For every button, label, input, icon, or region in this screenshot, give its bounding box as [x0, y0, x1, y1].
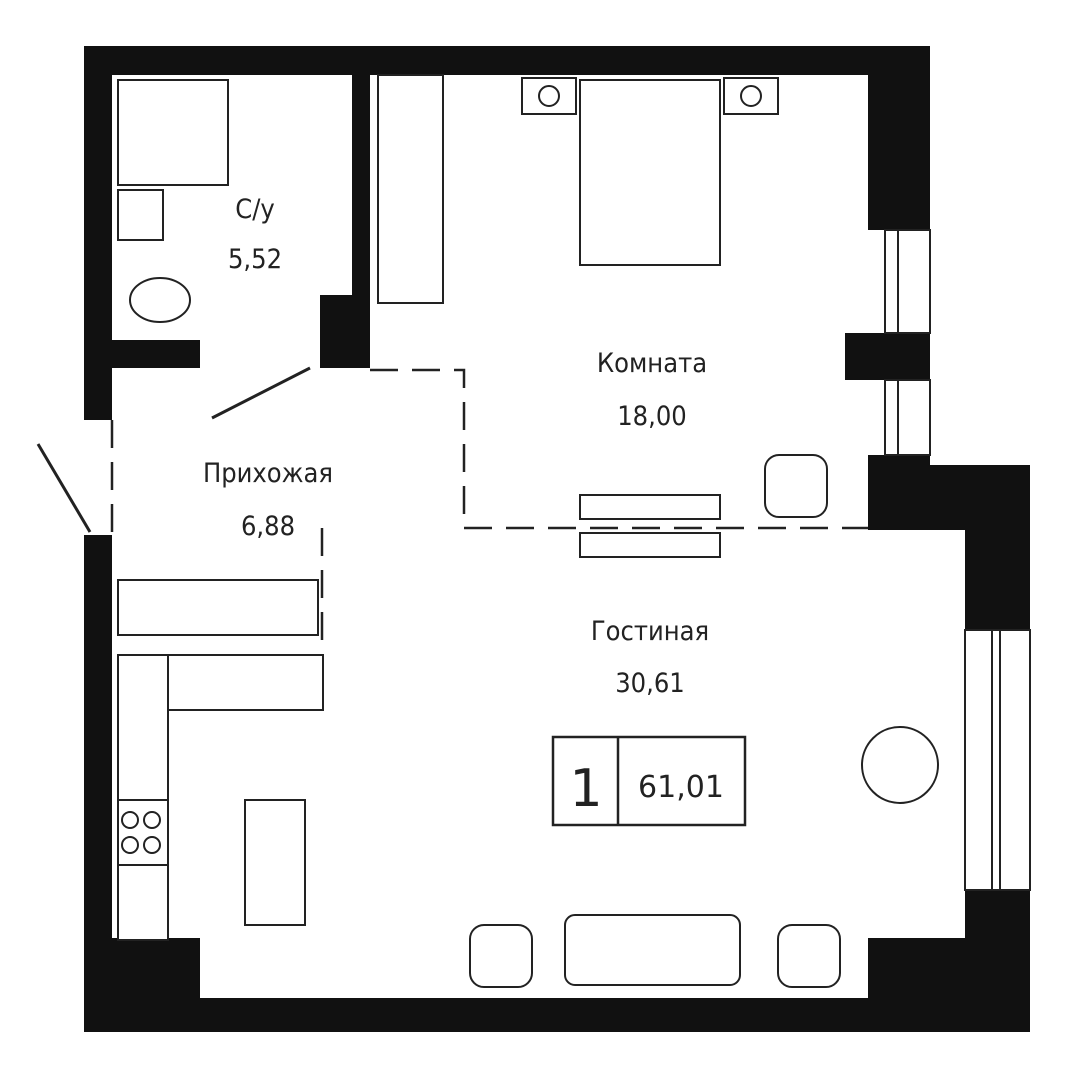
- kitchen-counter-side: [117, 654, 169, 941]
- wardrobe: [377, 74, 444, 304]
- armchair: [469, 924, 533, 988]
- bed: [579, 79, 721, 266]
- doors: [36, 366, 311, 533]
- armchair: [764, 454, 828, 518]
- room-area-living: 30,61: [615, 668, 685, 699]
- round-table: [861, 726, 939, 804]
- room-name-hallway: Прихожая: [203, 458, 333, 489]
- walls: [84, 46, 1030, 1032]
- toilet: [129, 277, 191, 323]
- total-area: 61,01: [638, 770, 724, 805]
- sofa: [564, 914, 741, 986]
- shower-cabin: [117, 79, 229, 186]
- armchair: [777, 924, 841, 988]
- room-name-bedroom: Комната: [597, 348, 707, 379]
- summary-box: 1 61,01: [551, 735, 747, 827]
- stove: [117, 799, 169, 866]
- room-name-living: Гостиная: [591, 616, 709, 647]
- dining-table: [244, 799, 306, 926]
- tv-stand: [579, 494, 721, 520]
- furniture: [117, 74, 939, 988]
- room-name-bathroom: С/у: [235, 194, 275, 225]
- sink: [117, 189, 164, 241]
- room-area-bedroom: 18,00: [617, 401, 687, 432]
- windows: [884, 229, 1031, 891]
- tv-stand: [579, 532, 721, 558]
- room-area-hallway: 6,88: [241, 511, 295, 542]
- hallway-wardrobe: [117, 579, 319, 636]
- rooms-count: 1: [569, 759, 602, 819]
- room-area-bathroom: 5,52: [228, 244, 282, 275]
- room-boundaries: [110, 368, 868, 640]
